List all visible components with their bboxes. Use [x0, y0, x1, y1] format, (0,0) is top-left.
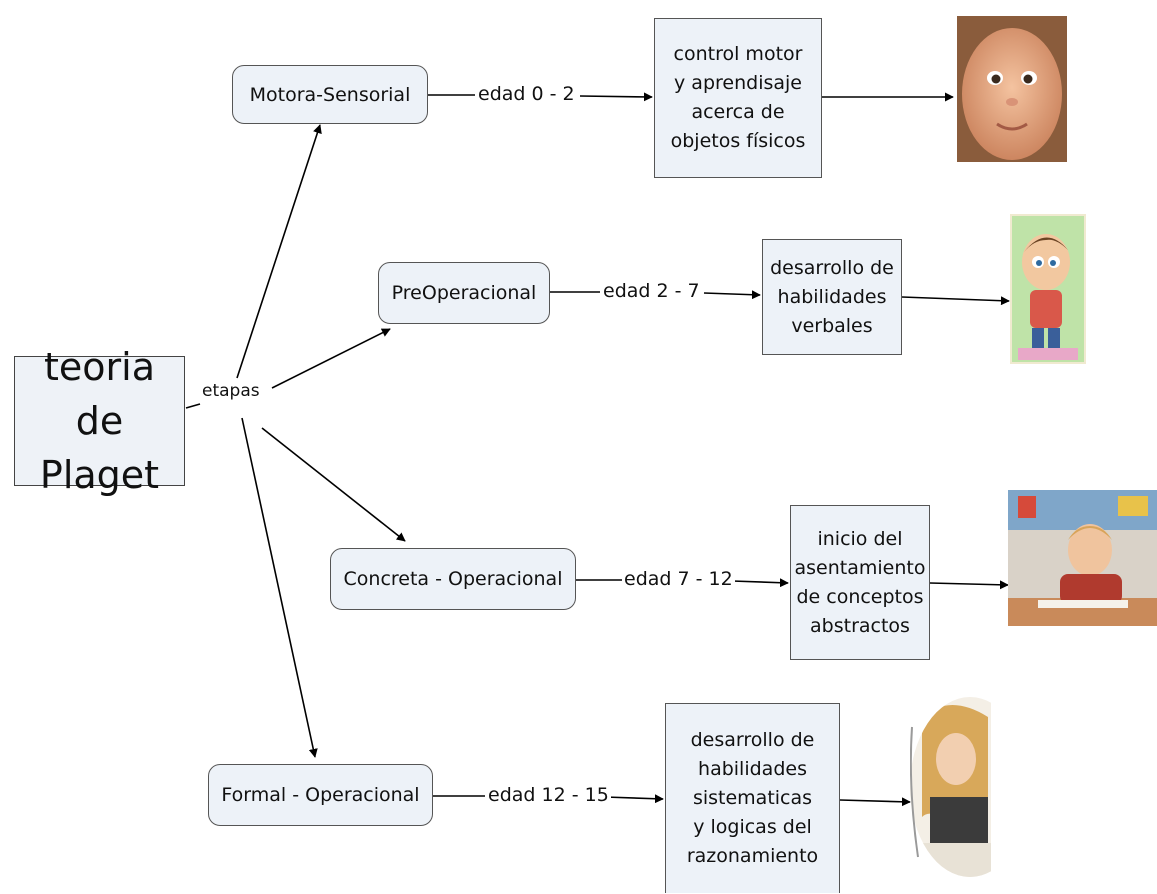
- age-label-2-7: edad 2 - 7: [601, 280, 702, 302]
- etapas-to-formal-arrow: [241, 417, 318, 758]
- stage-preoperacional: PreOperacional: [378, 262, 550, 324]
- stage-label: Formal - Operacional: [221, 784, 420, 806]
- desc-box-motora: control motor y aprendisaje acerca de ob…: [654, 18, 822, 178]
- desc-line: verbales: [791, 314, 873, 337]
- student-girl-photo: [910, 697, 991, 877]
- age-label-12-15: edad 12 - 15: [486, 784, 611, 806]
- stage-motora-sensorial: Motora-Sensorial: [232, 65, 428, 124]
- age-to-desc2-arrow: [703, 290, 761, 300]
- desc-line: desarrollo de: [770, 256, 894, 279]
- etapas-link-label: etapas: [200, 381, 262, 401]
- age-to-desc4-arrow: [604, 794, 664, 804]
- desc-line: y aprendisaje: [674, 72, 802, 94]
- baby-photo: [957, 16, 1067, 162]
- root-title-line1: teoria de: [44, 345, 155, 443]
- desc-box-preoperacional: desarrollo de habilidades verbales: [762, 239, 902, 355]
- desc4-to-image-arrow: [839, 797, 911, 807]
- desc-line: control motor: [673, 43, 803, 65]
- desc2-to-image-arrow: [901, 296, 1010, 306]
- desc-line: objetos físicos: [670, 130, 806, 152]
- root-node-teoria-de-piaget: teoria de Plaget: [14, 345, 185, 497]
- etapas-to-motora-arrow: [236, 124, 322, 379]
- stage-label: Concreta - Operacional: [343, 568, 563, 590]
- desc-line: de conceptos: [796, 585, 924, 608]
- desc3-to-image-arrow: [929, 580, 1009, 590]
- age-label-7-12: edad 7 - 12: [622, 568, 735, 590]
- stage-label: Motora-Sensorial: [249, 83, 411, 106]
- desc-line: desarrollo de: [690, 729, 815, 751]
- desc-line: sistematicas: [692, 787, 813, 809]
- stage-label: PreOperacional: [391, 282, 537, 304]
- schoolboy-photo: [1008, 490, 1157, 626]
- desc-line: asentamiento: [794, 556, 926, 579]
- desc-line: habilidades: [777, 285, 887, 308]
- desc-line: abstractos: [810, 614, 910, 637]
- age-to-desc1-arrow: [579, 92, 653, 102]
- desc-line: habilidades: [698, 758, 807, 780]
- desc-line: inicio del: [817, 527, 903, 550]
- desc-line: y logicas del: [693, 816, 812, 838]
- desc-box-formal: desarrollo de habilidades sistematicas y…: [665, 703, 840, 893]
- etapas-to-concreta-arrow: [261, 427, 406, 542]
- root-title-line2: Plaget: [39, 453, 160, 497]
- desc-line: acerca de: [691, 101, 785, 123]
- age-to-desc3-arrow: [731, 578, 789, 588]
- age-label-0-2: edad 0 - 2: [476, 83, 577, 105]
- stage-formal-operacional: Formal - Operacional: [208, 764, 433, 826]
- etapas-to-preoperacional-arrow: [271, 328, 391, 389]
- stage-concreta-operacional: Concreta - Operacional: [330, 548, 576, 610]
- desc-line: razonamiento: [686, 845, 819, 867]
- desc-box-concreta: inicio del asentamiento de conceptos abs…: [790, 505, 930, 660]
- cartoon-boy-image: [1010, 214, 1086, 364]
- root-to-etapas-line: [185, 403, 201, 409]
